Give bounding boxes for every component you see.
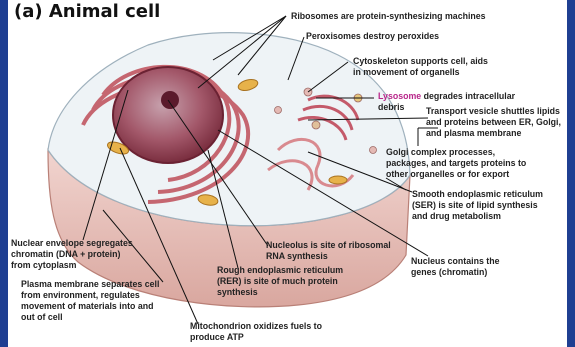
label-peroxisomes: Peroxisomes destroy peroxides — [306, 31, 439, 42]
label-transport-vesicle: Transport vesicle shuttles lipids and pr… — [426, 106, 561, 139]
label-ribosomes: Ribosomes are protein-synthesizing machi… — [291, 11, 486, 22]
label-nucleolus: Nucleolus is site of ribosomal RNA synth… — [266, 240, 391, 262]
label-nucleus: Nucleus contains the genes (chromatin) — [411, 256, 499, 278]
label-rough-er: Rough endoplasmic reticulum (RER) is sit… — [217, 265, 343, 298]
diagram-panel: (a) Animal cell — [8, 0, 567, 347]
label-nuclear-envelope: Nuclear envelope segregates chromatin (D… — [11, 238, 133, 271]
label-plasma-membrane: Plasma membrane separates cell from envi… — [21, 279, 159, 323]
label-cytoskeleton: Cytoskeleton supports cell, aids in move… — [353, 56, 488, 78]
label-mitochondrion: Mitochondrion oxidizes fuels to produce … — [190, 321, 322, 343]
nucleolus — [161, 91, 179, 109]
label-smooth-er: Smooth endoplasmic reticulum (SER) is si… — [412, 189, 543, 222]
label-golgi-complex: Golgi complex processes, packages, and t… — [386, 147, 526, 180]
lysosome-term: Lysosome — [378, 91, 421, 101]
